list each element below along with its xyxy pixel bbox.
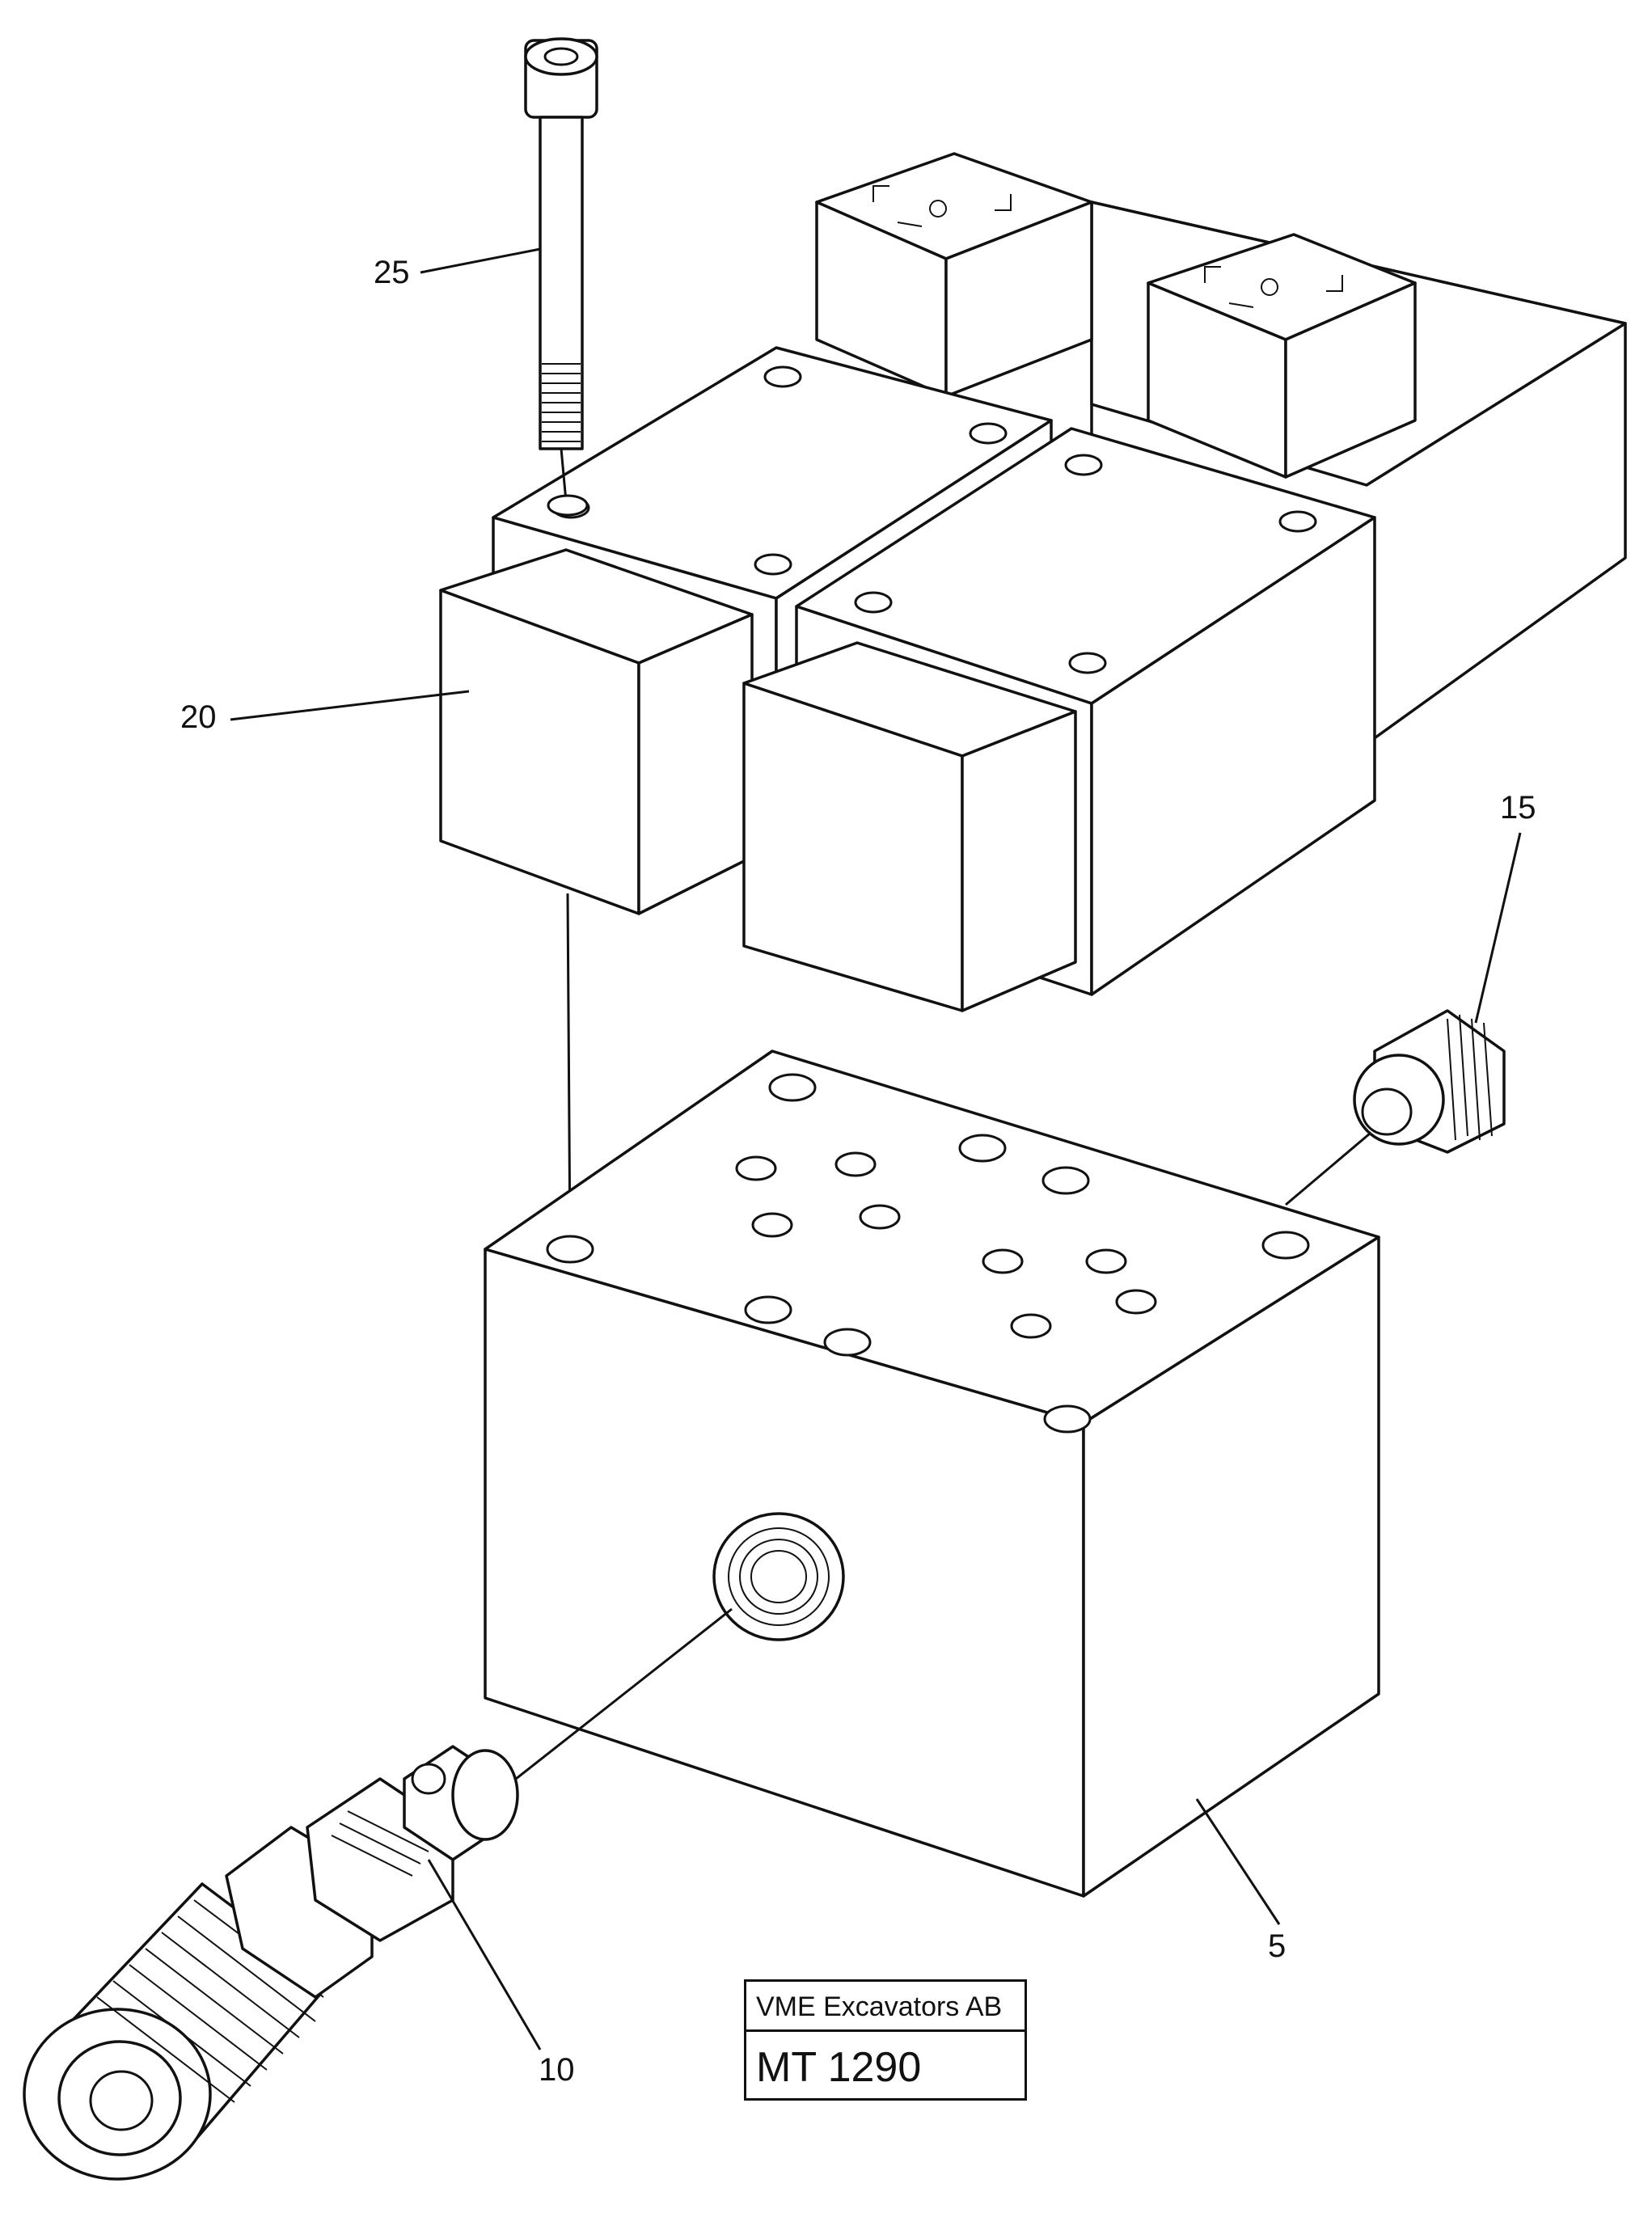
solenoid-connector-left (815, 152, 1093, 398)
leader-5 (1195, 1798, 1281, 1925)
title-block: VME Excavators AB MT 1290 (744, 1979, 1027, 2101)
manifold-block (484, 1049, 1380, 1898)
solenoid-valve-left (439, 346, 1053, 915)
socket-head-bolt (524, 37, 598, 517)
leader-15 (1474, 832, 1522, 1024)
callout-5: 5 (1268, 1928, 1286, 1964)
solenoid-connector-right (1147, 233, 1417, 479)
title-block-company: VME Excavators AB (746, 1982, 1025, 2032)
solenoid-valve-right (742, 427, 1376, 1012)
leader-20 (230, 690, 470, 721)
title-block-code: MT 1290 (756, 2044, 922, 2091)
callout-20: 20 (180, 699, 217, 735)
leader-10 (427, 1859, 542, 2050)
callout-10: 10 (539, 2052, 575, 2088)
front-threaded-port (712, 1512, 845, 1641)
quick-coupling (23, 1607, 733, 2181)
adapter-fitting (1285, 1009, 1506, 1206)
leader-25 (420, 247, 541, 274)
callout-25: 25 (374, 255, 410, 290)
manifold-port-holes (546, 1073, 1310, 1434)
callout-15: 15 (1500, 790, 1536, 826)
